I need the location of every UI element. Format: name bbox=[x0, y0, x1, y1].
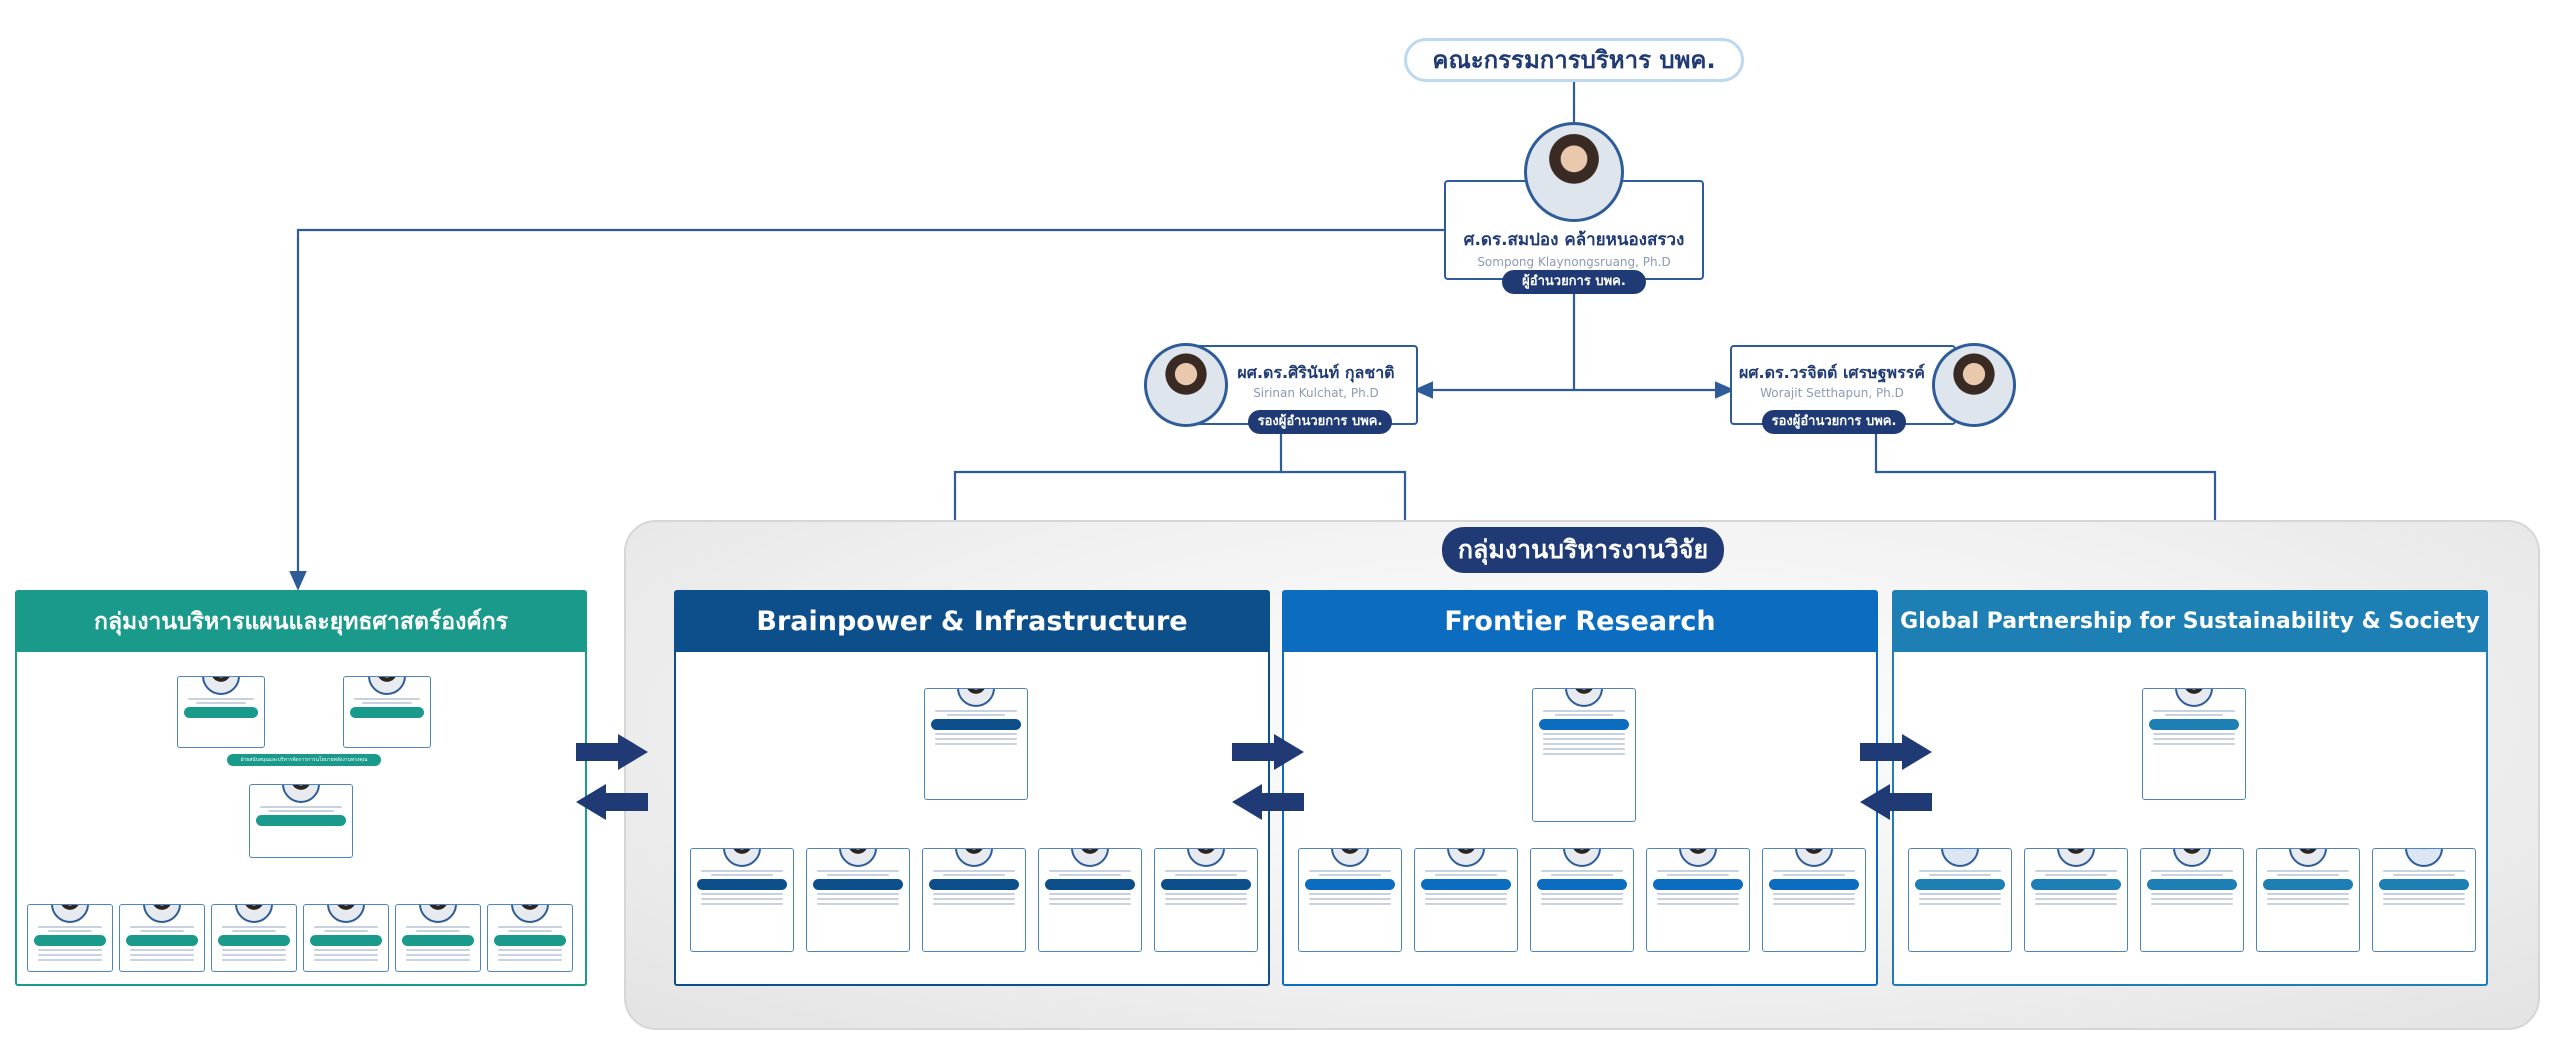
avatar bbox=[2057, 849, 2095, 867]
staff-card bbox=[922, 848, 1026, 952]
panel-brainpower-title: Brainpower & Infrastructure bbox=[676, 592, 1268, 652]
deputy-2-photo bbox=[1932, 343, 2016, 427]
staff-card bbox=[1038, 848, 1142, 952]
panel-frontier: Frontier Research bbox=[1282, 590, 1878, 986]
panel-brainpower: Brainpower & Infrastructure bbox=[674, 590, 1270, 986]
status-badge bbox=[494, 935, 566, 946]
status-badge bbox=[2031, 879, 2121, 890]
avatar bbox=[419, 905, 457, 923]
staff-card bbox=[2256, 848, 2360, 952]
status-badge bbox=[1305, 879, 1395, 890]
staff-card bbox=[343, 676, 431, 748]
status-badge bbox=[126, 935, 198, 946]
avatar bbox=[723, 849, 761, 867]
left-arrow-icon bbox=[1860, 784, 1932, 820]
director-name-en: Sompong Klaynongsruang, Ph.D bbox=[1477, 255, 1671, 269]
right-arrow-icon bbox=[576, 734, 648, 770]
staff-card bbox=[1530, 848, 1634, 952]
deputy-2-name-th: ผศ.ดร.วรจิตต์ เศรษฐพรรค์ bbox=[1738, 363, 1925, 382]
staff-card bbox=[690, 848, 794, 952]
status-badge bbox=[2379, 879, 2469, 890]
status-badge bbox=[34, 935, 106, 946]
staff-card bbox=[2140, 848, 2244, 952]
avatar bbox=[235, 905, 273, 923]
deputy-1-photo bbox=[1144, 343, 1228, 427]
left-arrow-icon bbox=[1232, 784, 1304, 820]
status-badge bbox=[402, 935, 474, 946]
deputy-2-role: รองผู้อำนวยการ บพค. bbox=[1762, 410, 1906, 434]
avatar bbox=[143, 905, 181, 923]
deputy-1-role: รองผู้อำนวยการ บพค. bbox=[1248, 410, 1392, 434]
avatar bbox=[955, 849, 993, 867]
lead-card bbox=[924, 688, 1028, 800]
avatar bbox=[1563, 849, 1601, 867]
status-badge bbox=[1161, 879, 1251, 890]
staff-card bbox=[2372, 848, 2476, 952]
status-badge bbox=[697, 879, 787, 890]
director-photo bbox=[1524, 122, 1624, 222]
status-badge bbox=[929, 879, 1019, 890]
avatar bbox=[1071, 849, 1109, 867]
avatar bbox=[2289, 849, 2327, 867]
panel-global: Global Partnership for Sustainability & … bbox=[1892, 590, 2488, 986]
left-arrow-icon bbox=[576, 784, 648, 820]
status-badge bbox=[218, 935, 290, 946]
staff-card bbox=[27, 904, 113, 972]
status-badge bbox=[1769, 879, 1859, 890]
avatar bbox=[1679, 849, 1717, 867]
avatar bbox=[511, 905, 549, 923]
avatar bbox=[2173, 849, 2211, 867]
staff-card bbox=[1762, 848, 1866, 952]
avatar bbox=[1795, 849, 1833, 867]
panel-frontier-title: Frontier Research bbox=[1284, 592, 1876, 652]
director-role: ผู้อำนวยการ บพค. bbox=[1502, 270, 1646, 294]
staff-card bbox=[2024, 848, 2128, 952]
staff-card bbox=[1154, 848, 1258, 952]
strategy-panel-title: กลุ่มงานบริหารแผนและยุทธศาสตร์องค์กร bbox=[17, 592, 585, 652]
panel-global-title: Global Partnership for Sustainability & … bbox=[1894, 592, 2486, 652]
staff-card bbox=[303, 904, 389, 972]
lead-card bbox=[1532, 688, 1636, 822]
staff-card bbox=[395, 904, 481, 972]
deputy-2-name-en: Worajit Setthapun, Ph.D bbox=[1760, 386, 1904, 400]
avatar bbox=[51, 905, 89, 923]
deputy-1-name-th: ผศ.ดร.ศิรินันท์ กุลชาติ bbox=[1237, 363, 1395, 382]
staff-card bbox=[1646, 848, 1750, 952]
staff-card bbox=[1908, 848, 2012, 952]
staff-card bbox=[1414, 848, 1518, 952]
avatar bbox=[1331, 849, 1369, 867]
staff-card bbox=[1298, 848, 1402, 952]
avatar bbox=[1447, 849, 1485, 867]
right-arrow-icon bbox=[1232, 734, 1304, 770]
strategy-section-label: ฝ่ายสนับสนุนและบริหารจัดการการนโยบายพลัง… bbox=[227, 754, 381, 766]
staff-card bbox=[249, 784, 353, 858]
lead-card bbox=[2142, 688, 2246, 800]
executive-board-label: คณะกรรมการบริหาร บพค. bbox=[1404, 38, 1744, 82]
status-badge bbox=[1045, 879, 1135, 890]
status-badge bbox=[1537, 879, 1627, 890]
status-badge bbox=[1653, 879, 1743, 890]
staff-card bbox=[487, 904, 573, 972]
deputy-1-name-en: Sirinan Kulchat, Ph.D bbox=[1253, 386, 1379, 400]
status-badge bbox=[1915, 879, 2005, 890]
avatar bbox=[1941, 849, 1979, 867]
director-name-th: ศ.ดร.สมปอง คล้ายหนองสรวง bbox=[1463, 230, 1685, 250]
research-group-label: กลุ่มงานบริหารงานวิจัย bbox=[1442, 527, 1724, 573]
staff-card bbox=[177, 676, 265, 748]
staff-card bbox=[211, 904, 297, 972]
status-badge bbox=[2263, 879, 2353, 890]
status-badge bbox=[813, 879, 903, 890]
staff-card bbox=[119, 904, 205, 972]
status-badge bbox=[310, 935, 382, 946]
status-badge bbox=[2147, 879, 2237, 890]
right-arrow-icon bbox=[1860, 734, 1932, 770]
avatar bbox=[1187, 849, 1225, 867]
avatar bbox=[839, 849, 877, 867]
strategy-panel: กลุ่มงานบริหารแผนและยุทธศาสตร์องค์กร ฝ่า… bbox=[15, 590, 587, 986]
avatar bbox=[327, 905, 365, 923]
staff-card bbox=[806, 848, 910, 952]
status-badge bbox=[1421, 879, 1511, 890]
avatar bbox=[2405, 849, 2443, 867]
